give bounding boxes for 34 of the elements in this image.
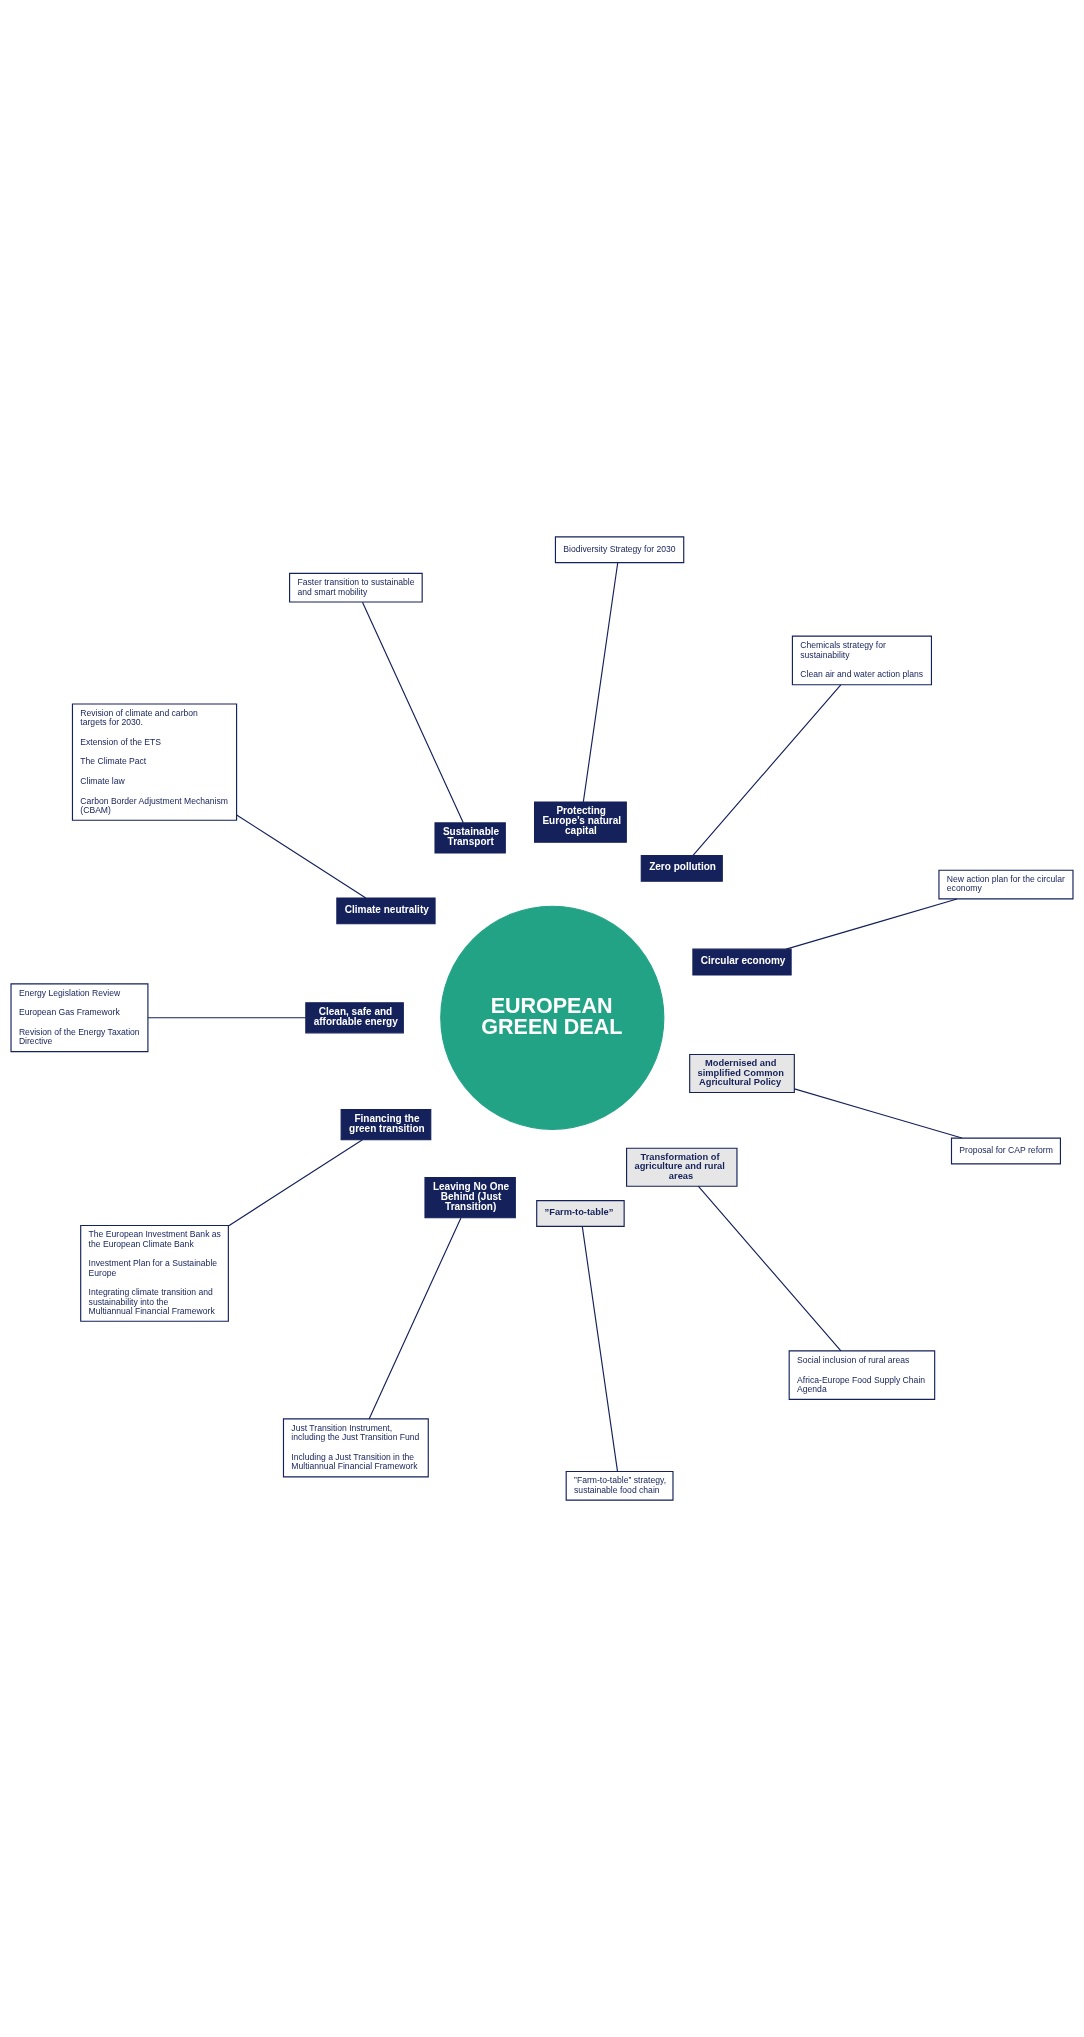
connector	[361, 601, 464, 824]
connector	[697, 1185, 842, 1352]
connector	[581, 1225, 619, 1472]
node-box: Protecting Europe’s natural capital	[534, 801, 627, 843]
connector	[785, 898, 958, 950]
node-box: Social inclusion of rural areas Africa-Europe Food Supply Chain Agenda	[788, 1350, 936, 1400]
node-box: New action plan for the circular economy	[938, 869, 1074, 900]
connector	[227, 1139, 364, 1227]
node-box: Leaving No One Behind (Just Transition)	[424, 1177, 516, 1219]
node-box: ”Farm-to-table” strategy, sustainable food chain	[565, 1470, 674, 1501]
node-box: Proposal for CAP reform	[950, 1137, 1061, 1165]
node-box: ”Farm-to-table”	[536, 1200, 625, 1227]
node-box: Climate neutrality	[336, 897, 436, 925]
node-box: Biodiversity Strategy for 2030	[554, 536, 685, 564]
node-circle: EUROPEAN GREEN DEAL	[440, 905, 665, 1130]
node-box: Just Transition Instrument, including the Just Transition Fund Including a Just Transition in the Multiannual Financial Framework	[282, 1418, 429, 1478]
node-box: Transformation of agriculture and rural areas	[626, 1147, 738, 1187]
node-box: Sustainable Transport	[434, 822, 506, 854]
connector	[793, 1088, 963, 1139]
node-box: Energy Legislation Review European Gas Framework Revision of the Energy Taxation Directive	[10, 983, 149, 1053]
node-box: Chemicals strategy for sustainability Clean air and water action plans	[791, 635, 933, 686]
node-box: Financing the green transition	[340, 1109, 432, 1141]
node-box: Clean, safe and affordable energy	[305, 1002, 404, 1034]
node-box: Revision of climate and carbon targets for 2030. Extension of the ETS The Climate Pact Climate law Carbon Border Adjustment Mechanism (CBAM)	[71, 703, 238, 821]
connector	[582, 562, 619, 803]
connector	[147, 1017, 307, 1019]
connector	[368, 1217, 462, 1420]
node-box: Circular economy	[692, 948, 792, 976]
node-box: Zero pollution	[640, 854, 723, 882]
node-box: Modernised and simplified Common Agricultural Policy	[689, 1053, 795, 1094]
node-box: Faster transition to sustainable and smart mobility	[289, 572, 423, 603]
connector	[236, 814, 367, 899]
node-box: The European Investment Bank as the European Climate Bank Investment Plan for a Sustainable Europe Integrating climate transition and sustainability into the Multiannual Financial Framework	[80, 1224, 229, 1322]
connector	[692, 684, 842, 856]
